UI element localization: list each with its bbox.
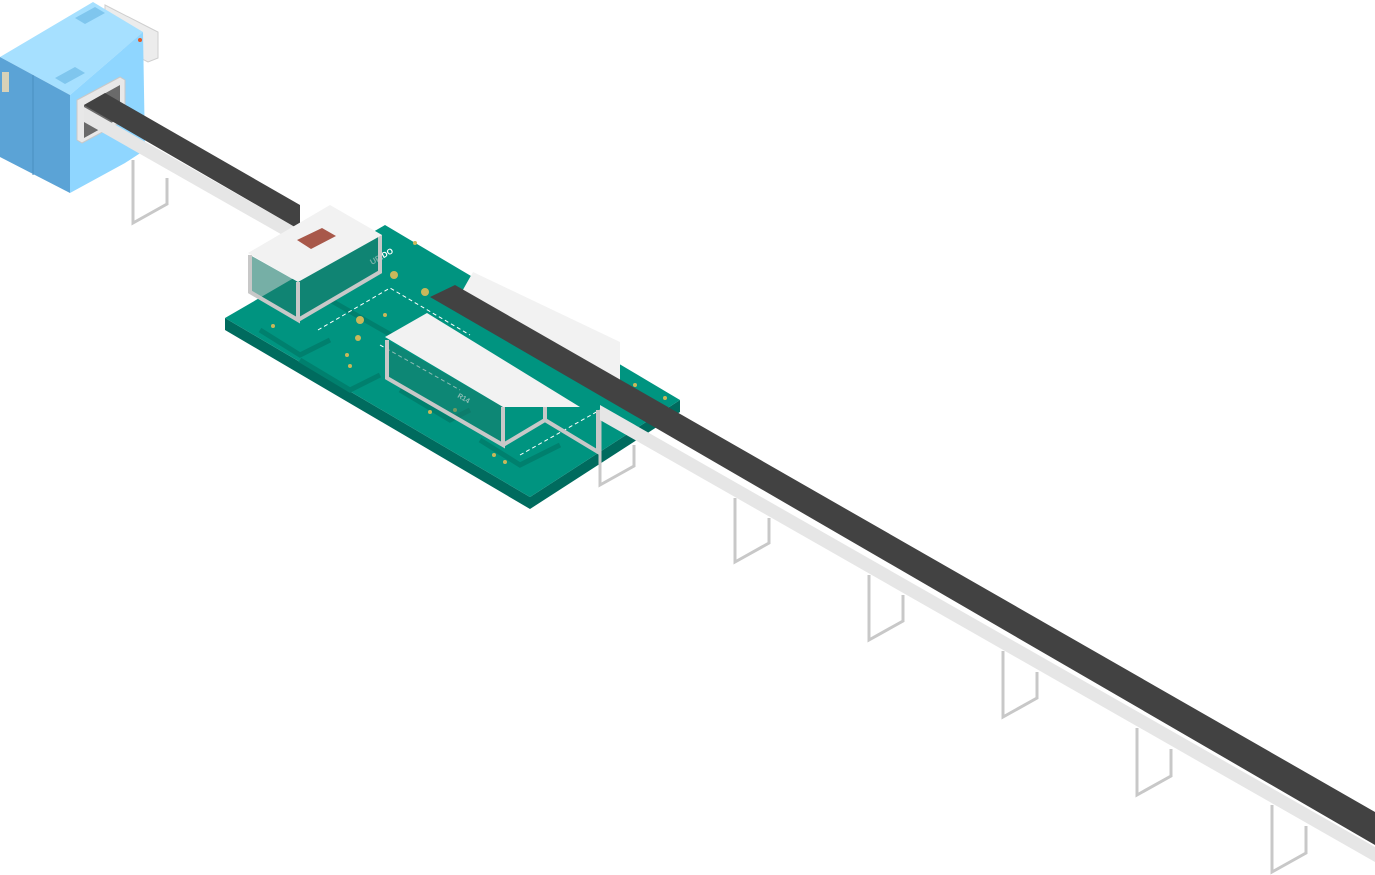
- tunnel-frame: [385, 313, 600, 456]
- indicator-light: [138, 38, 142, 42]
- conveyor-belt-upper: [84, 93, 300, 245]
- inspection-box: [248, 205, 382, 324]
- solder-pads: [271, 241, 667, 464]
- tunnel-back-panel: [460, 272, 620, 382]
- inspection-marker: [297, 228, 336, 249]
- conveyor-belt-lower: [430, 285, 1375, 862]
- control-panel: [2, 72, 9, 92]
- conveyor-legs: [131, 160, 1308, 875]
